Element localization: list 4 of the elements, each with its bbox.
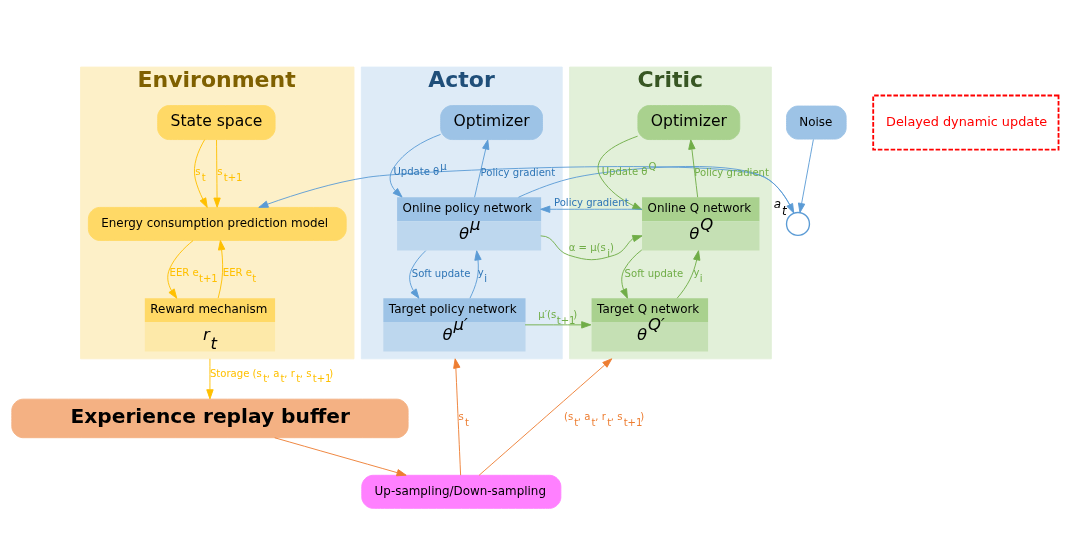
- edge-label: Soft update: [411, 267, 471, 279]
- edge-label: Policy gradient: [480, 167, 556, 179]
- edge-label: Soft update: [624, 267, 684, 279]
- edge-label: Policy gradient: [553, 197, 629, 209]
